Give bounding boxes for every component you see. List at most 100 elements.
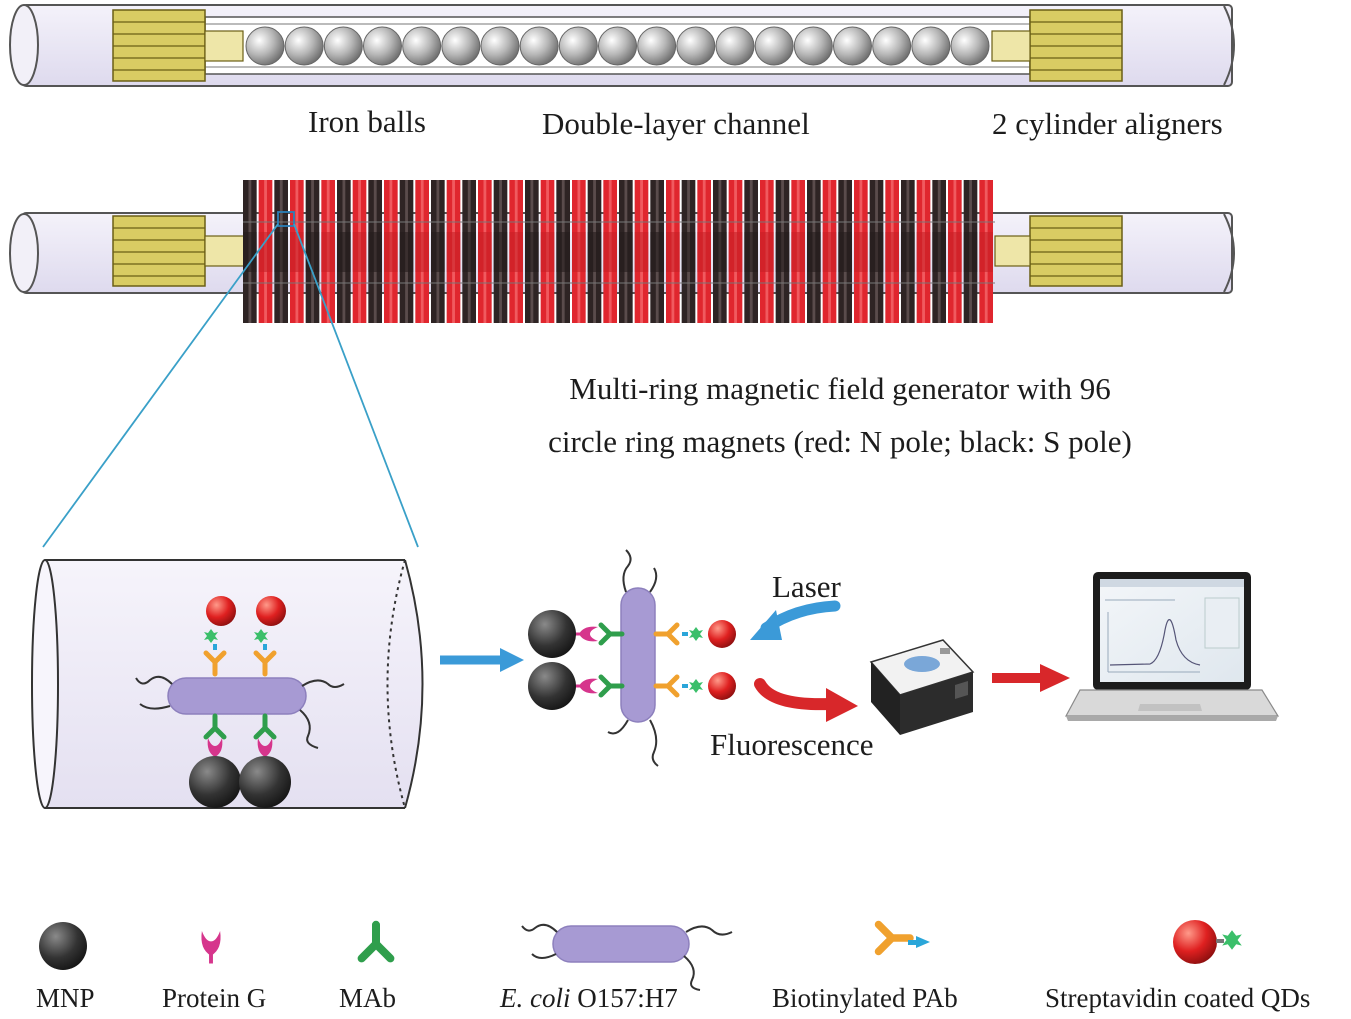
iron-ball: [245, 26, 285, 66]
magnet-ring-n: [760, 180, 774, 323]
magnet-ring-n: [509, 180, 523, 323]
iron-ball: [598, 26, 637, 66]
magnet-ring-n: [885, 180, 899, 323]
aligner-right: [994, 215, 1123, 287]
iron-ball: [793, 26, 833, 66]
magnet-ring-s: [243, 180, 257, 323]
tube-end-right: [1223, 5, 1235, 86]
mnp: [189, 756, 241, 808]
magnet-ring-n: [603, 180, 617, 323]
iron-ball: [363, 26, 402, 66]
ecoli-bacterium: [167, 677, 307, 715]
magnet-ring-n: [948, 180, 962, 323]
label-laser: Laser: [772, 569, 841, 604]
magnet-ring-n: [415, 180, 429, 323]
biotin: [263, 644, 267, 650]
magnet-ring-n: [290, 180, 304, 323]
magnet-ring-n: [446, 180, 461, 323]
label-iron-balls: Iron balls: [308, 104, 426, 139]
qd-icon: [1173, 920, 1242, 964]
streptavidin: [689, 679, 703, 693]
flagellum: [521, 923, 558, 933]
magnet-ring-n: [384, 180, 398, 323]
magnet-ring-n: [822, 180, 837, 323]
label-fluorescence: Fluorescence: [710, 727, 874, 762]
magnet-ring-n: [728, 180, 743, 323]
flagellum: [685, 925, 733, 936]
magnet-ring-n: [352, 180, 367, 323]
magnet-ring-s: [807, 180, 821, 323]
magnet-ring-s: [274, 180, 288, 323]
flagellum: [649, 567, 658, 593]
protein-g: [201, 931, 221, 964]
protein-g: [573, 678, 598, 694]
flagellum: [607, 719, 629, 735]
magnet-ring-s: [838, 180, 852, 323]
magnet-ring-s: [493, 180, 508, 323]
magnet-ring-s: [399, 180, 414, 323]
aligner-left: [112, 215, 246, 287]
ecoli-bacterium: [620, 587, 656, 723]
quantum-dot: [708, 620, 736, 648]
magnet-ring-n: [478, 180, 492, 323]
iron-ball: [323, 26, 363, 66]
flagellum: [139, 703, 171, 710]
flagellum: [299, 709, 319, 749]
streptavidin: [689, 627, 703, 641]
quantum-dot: [708, 672, 736, 700]
bacterial-complex-in-channel: [135, 596, 345, 808]
legend-ecoli-label: E. coli O157:H7: [500, 985, 678, 1012]
tube-end-left: [9, 4, 39, 86]
iron-ball: [911, 26, 951, 66]
flagellum: [622, 549, 632, 593]
magnet-ring-s: [869, 180, 884, 323]
generator-caption-line2: circle ring magnets (red: N pole; black:…: [548, 424, 1132, 459]
iron-ball: [558, 26, 598, 66]
magnet-ring-n: [634, 180, 649, 323]
magnet-ring-n: [540, 180, 555, 323]
flagellum: [683, 955, 701, 991]
mnp: [239, 756, 291, 808]
flagellum: [531, 953, 557, 959]
legend-pab-label: Biotinylated PAb: [772, 983, 958, 1013]
iron-ball: [519, 26, 559, 66]
magnet-ring-n: [916, 180, 931, 323]
magnet-rings: [243, 180, 995, 323]
label-double-layer-channel: Double-layer channel: [542, 106, 810, 141]
fluorescence-arrow: [754, 678, 858, 722]
biotin: [682, 684, 688, 688]
magnet-ring-s: [462, 180, 476, 323]
legend-mnp-label: MNP: [36, 983, 95, 1013]
ecoli-icon: [521, 923, 733, 991]
magnet-ring-n: [979, 180, 993, 323]
iron-ball: [637, 26, 677, 66]
magnet-ring-s: [587, 180, 602, 323]
mnp-icon: [39, 922, 87, 970]
magnet-ring-s: [305, 180, 320, 323]
flagellum: [135, 675, 173, 685]
flow-arrow-head: [500, 648, 524, 672]
quantum-dot: [206, 596, 236, 626]
iron-ball: [872, 26, 912, 66]
magnet-ring-s: [963, 180, 978, 323]
mnp: [528, 610, 576, 658]
legend-mab-label: MAb: [339, 983, 397, 1013]
magnet-ring-s: [744, 180, 758, 323]
biotin: [682, 632, 688, 636]
iron-ball: [402, 26, 442, 66]
streptavidin: [1222, 930, 1242, 950]
generator-caption-line1: Multi-ring magnetic field generator with…: [569, 371, 1111, 406]
flagellum: [649, 719, 659, 767]
spectrometer-icon: [869, 639, 975, 735]
legend-qds-label: Streptavidin coated QDs: [1045, 983, 1311, 1013]
magnet-ring-n: [697, 180, 711, 323]
iron-balls-row: [245, 26, 990, 66]
magnet-ring-s: [901, 180, 915, 323]
mnp: [528, 662, 576, 710]
magnet-ring-s: [775, 180, 790, 323]
magnet-ring-s: [932, 180, 946, 323]
iron-ball: [715, 26, 755, 66]
detached-complex: [528, 549, 736, 767]
data-arrow-head: [1040, 664, 1070, 692]
